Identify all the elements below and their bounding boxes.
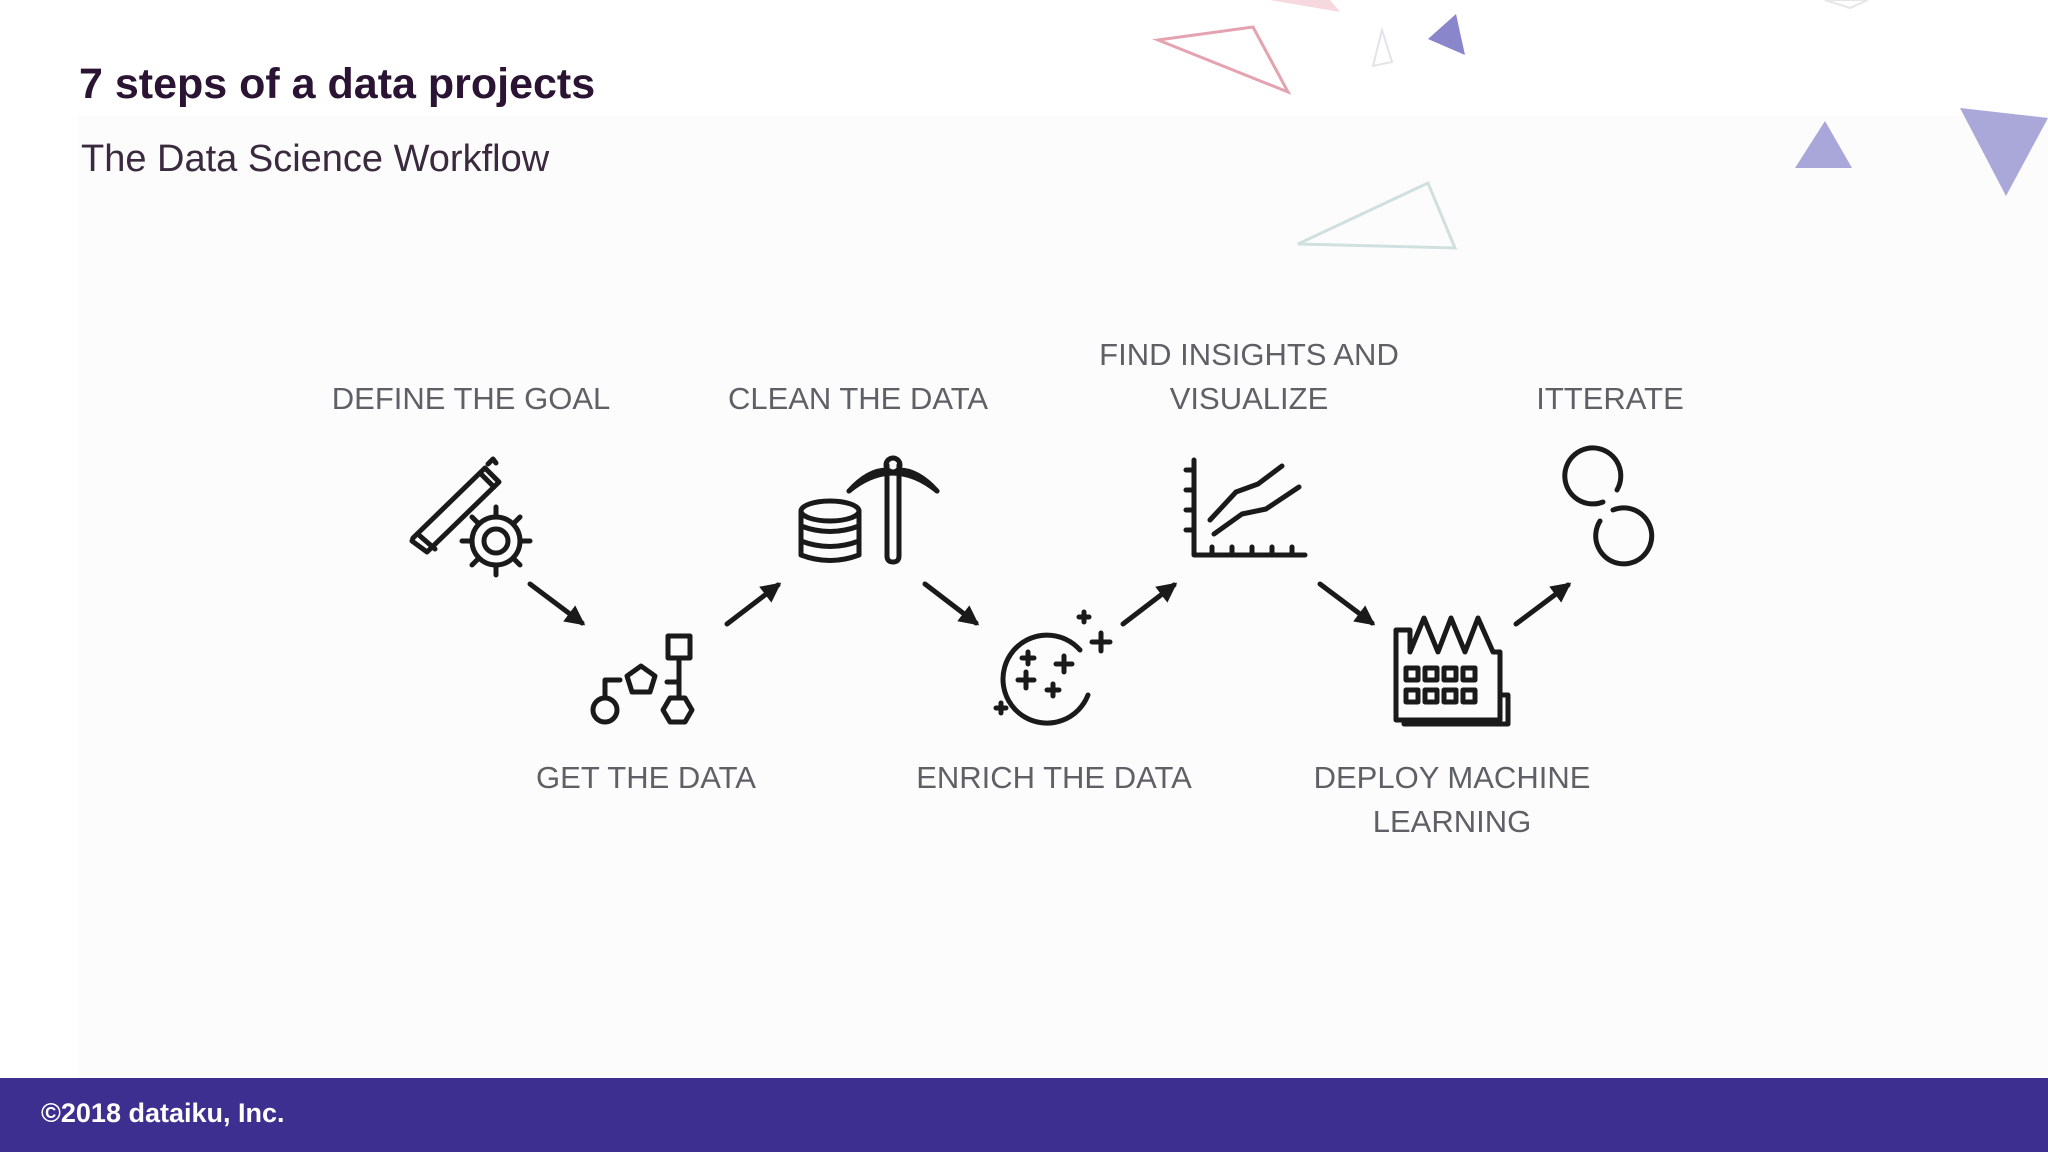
arrow-4-to-5: [1120, 582, 1178, 627]
step-label-deploy-ml: DEPLOY MACHINE LEARNING: [1313, 760, 1591, 839]
step-label-enrich-the-data: ENRICH THE DATA: [916, 760, 1192, 795]
pencil-gear-icon: [409, 456, 533, 578]
step-label-itterate: ITTERATE: [1536, 381, 1684, 416]
arrow-6-to-7: [1513, 582, 1572, 627]
line-chart-icon: [1183, 457, 1308, 558]
slide-title: 7 steps of a data projects: [79, 60, 596, 108]
factory-icon: [1393, 615, 1511, 727]
arrow-3-to-4: [922, 581, 980, 626]
content-background: [78, 115, 2048, 1077]
slide-subtitle: The Data Science Workflow: [81, 138, 550, 180]
arrow-2-to-3: [724, 582, 782, 627]
footer-bar: ©2018 dataiku, Inc.: [0, 1078, 2048, 1152]
arrow-5-to-6: [1317, 581, 1376, 626]
step-label-get-the-data: GET THE DATA: [536, 760, 756, 795]
step-label-find-insights: FIND INSIGHTS AND VISUALIZE: [1099, 337, 1399, 416]
data-sources-icon: [590, 633, 695, 725]
step-label-define-the-goal: DEFINE THE GOAL: [331, 381, 611, 416]
copyright-text: ©2018 dataiku, Inc.: [41, 1098, 285, 1128]
database-pickaxe-icon: [798, 455, 940, 565]
sparkle-circle-icon: [993, 609, 1113, 726]
infinity-circles-icon: [1562, 445, 1655, 567]
arrow-1-to-2: [527, 581, 586, 626]
step-label-clean-the-data: CLEAN THE DATA: [727, 381, 989, 416]
